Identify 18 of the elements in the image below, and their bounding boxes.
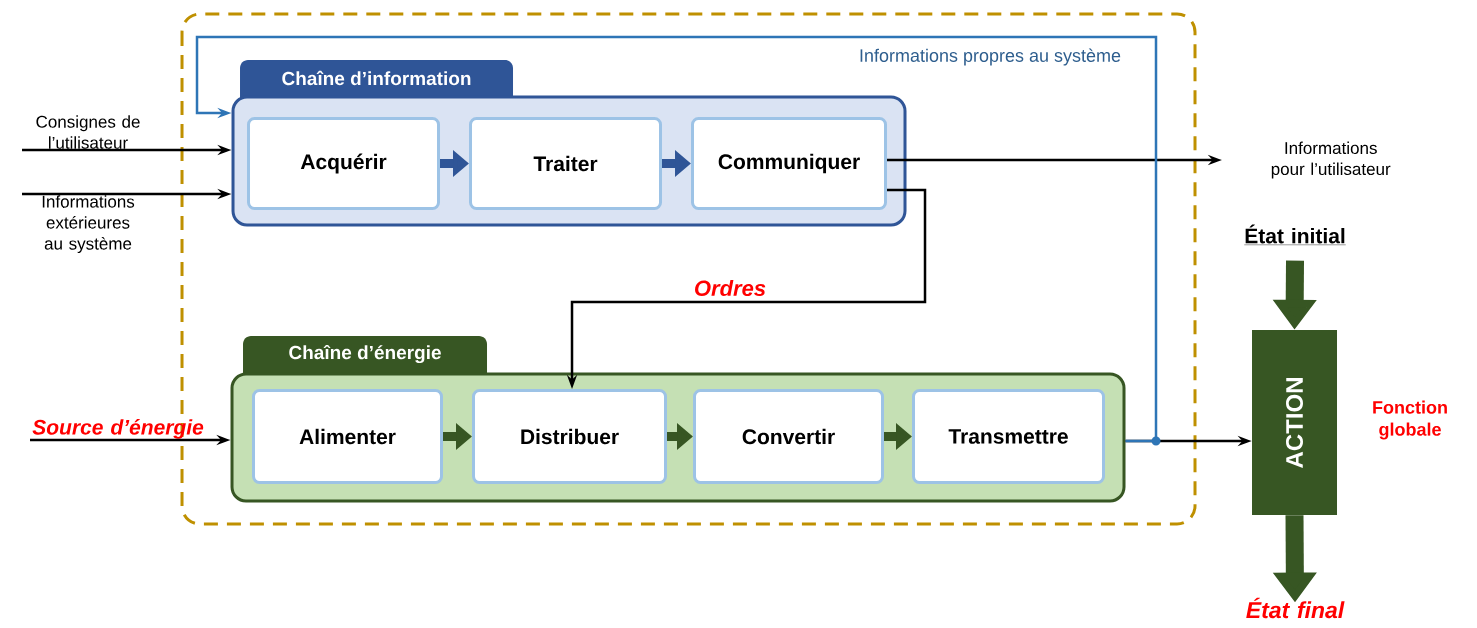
output-label: Informations pour l’utilisateur [1271,141,1391,179]
function-box: Convertir [693,389,884,484]
feedback-line [195,35,1161,446]
function-box: Communiquer [691,117,887,210]
action-block: ACTION [1252,330,1337,515]
function-box: Traiter [469,117,662,210]
function-box: Transmettre [912,389,1105,484]
edge-label: Ordres [691,277,769,299]
input-label: Informations extérieures au système [42,195,135,254]
state-label: État initial [1244,224,1346,245]
function-box: Alimenter [252,389,443,484]
node-label: Chaîne d’information [282,70,471,86]
state-label: État final [1246,597,1345,619]
function-box: Acquérir [247,117,440,210]
function-label: Fonction globale [1373,400,1447,440]
input-label: Consignes de l’utilisateur [36,115,140,149]
node-label: Chaîne d’énergie [289,344,441,364]
function-box: Distribuer [472,389,667,484]
